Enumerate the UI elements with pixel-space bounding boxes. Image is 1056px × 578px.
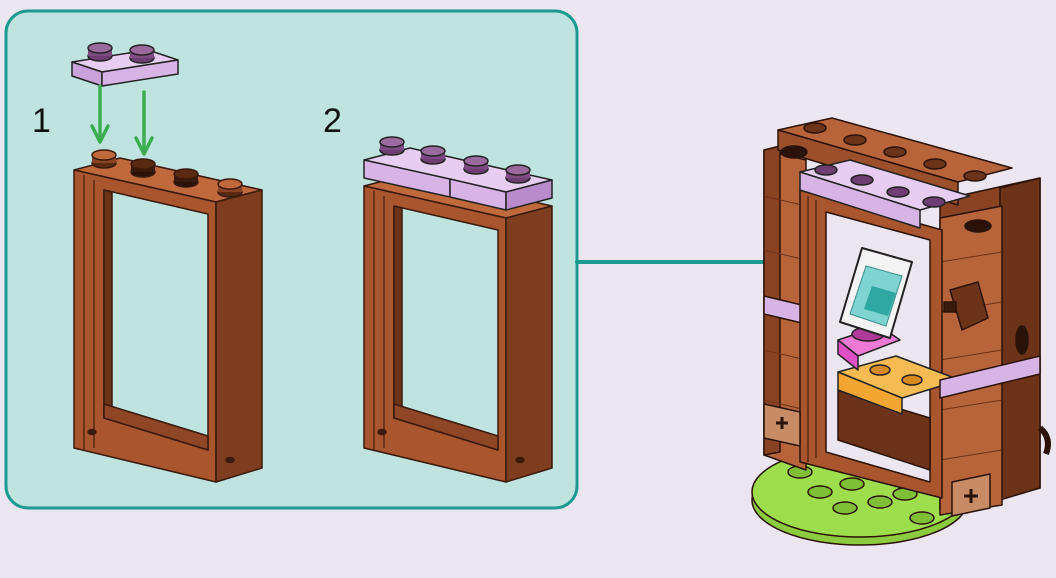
step-number-1: 1 (32, 102, 51, 140)
step2-lilac-plates (363, 136, 553, 211)
step1-lilac-plate (71, 42, 179, 87)
right-arrow-icon (575, 247, 798, 277)
step-number-2: 2 (323, 102, 342, 140)
finished-model (751, 117, 1051, 546)
plus-tile-icon (951, 473, 991, 517)
plus-tile-icon (763, 403, 801, 447)
step2-door-frame (363, 173, 553, 483)
phone-screen-icon (839, 247, 913, 339)
step1-door-frame (73, 149, 263, 483)
down-arrow-icon (90, 84, 154, 156)
